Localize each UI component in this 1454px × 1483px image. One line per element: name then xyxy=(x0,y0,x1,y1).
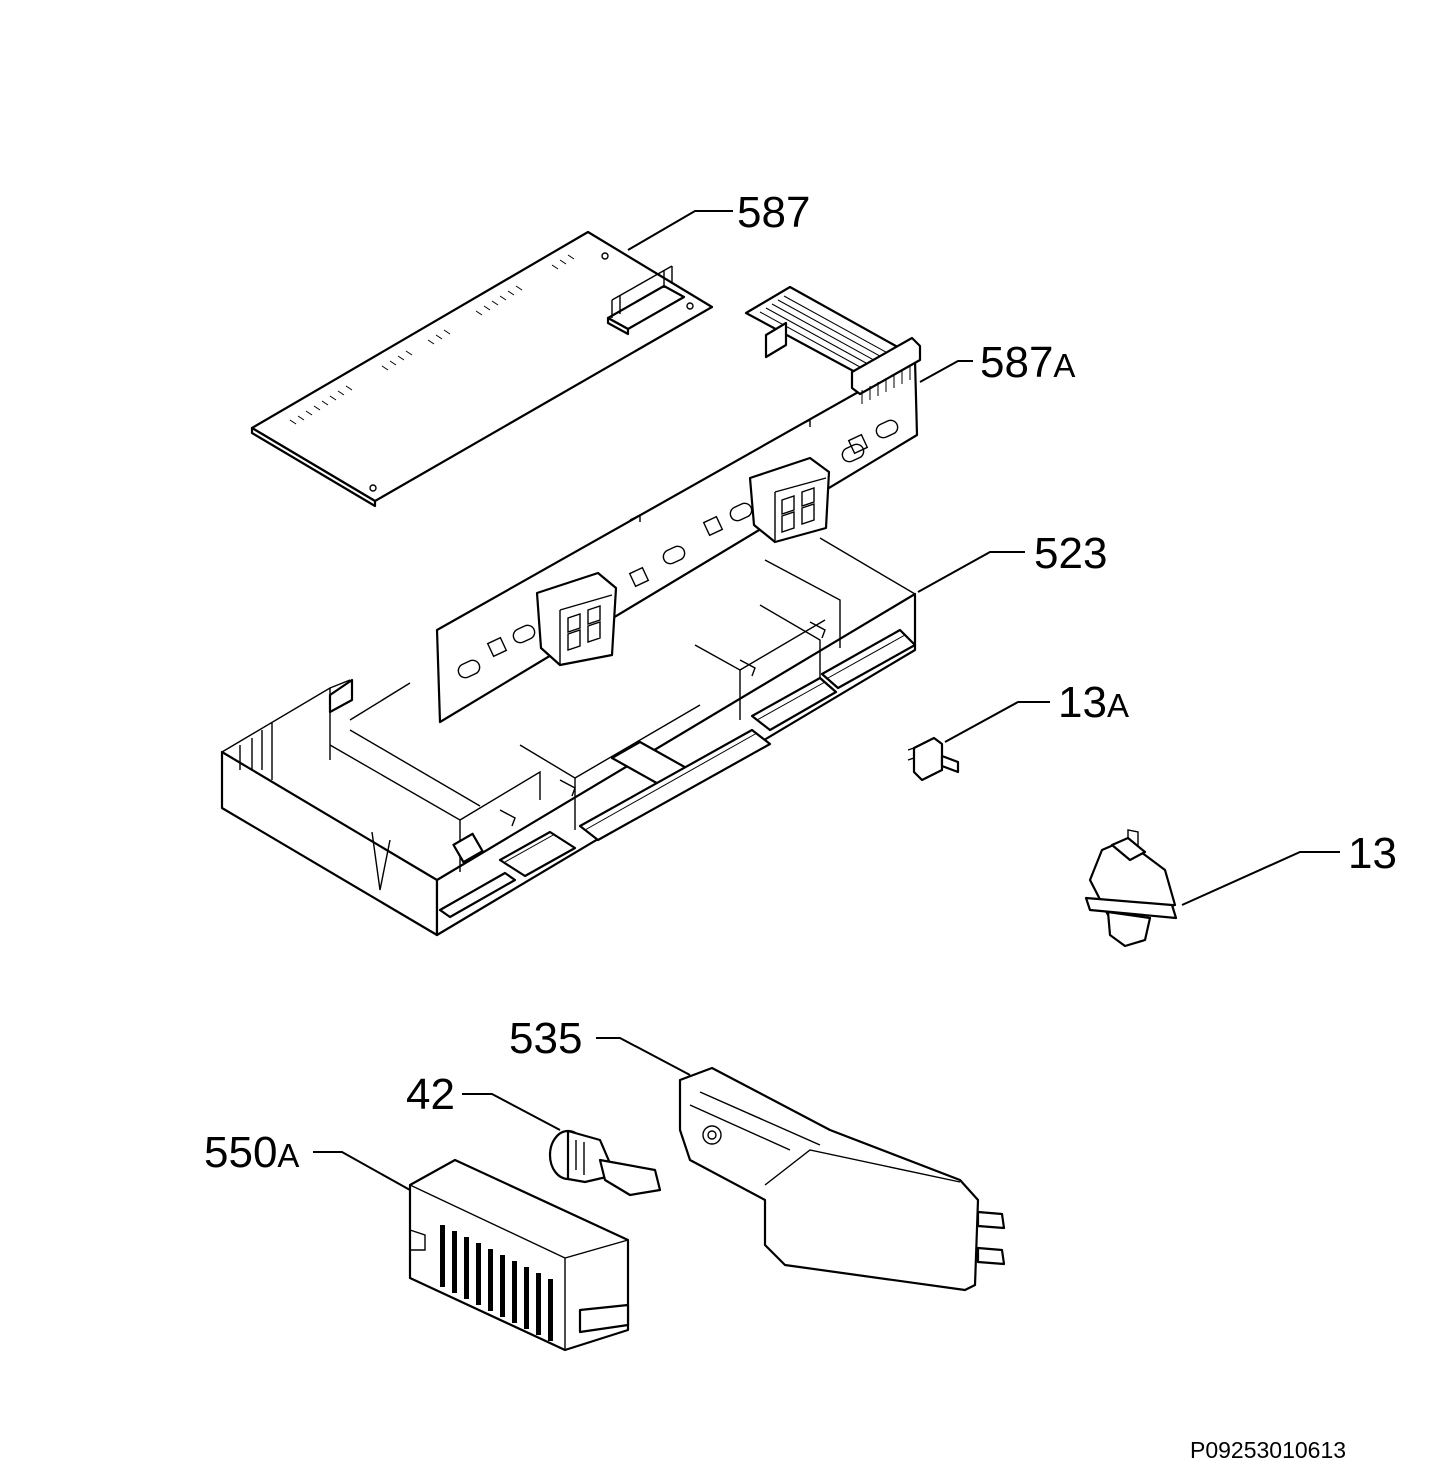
part-535-lamp-cover xyxy=(678,1066,1006,1292)
callout-labels: 587 587A 523 13A 13 535 42 550A xyxy=(204,188,1397,1177)
leader-13a xyxy=(944,701,1050,743)
leader-587a xyxy=(919,360,973,383)
leader-587 xyxy=(627,210,733,251)
part-13-switch xyxy=(1084,829,1178,948)
part-587a-display-board xyxy=(435,285,922,724)
label-587a: 587A xyxy=(980,338,1075,387)
part-13a-push-button xyxy=(907,736,960,782)
drawing-code: P09253010613 xyxy=(1190,1437,1346,1463)
part-550a-ribbed-cover xyxy=(408,1158,630,1352)
label-13: 13 xyxy=(1348,829,1397,878)
leader-lines xyxy=(313,210,1340,1191)
leader-535 xyxy=(596,1037,691,1076)
label-42: 42 xyxy=(406,1070,455,1119)
part-523-housing-tray xyxy=(220,537,917,937)
label-535: 535 xyxy=(509,1014,582,1063)
label-523: 523 xyxy=(1034,529,1107,578)
part-587-circuit-board xyxy=(250,230,714,508)
leader-42 xyxy=(462,1093,561,1131)
part-42-lamp-socket xyxy=(548,1129,662,1197)
leader-550a xyxy=(313,1151,411,1191)
leader-13 xyxy=(1181,851,1340,906)
label-13a: 13A xyxy=(1058,678,1129,727)
label-550a: 550A xyxy=(204,1128,299,1177)
label-587: 587 xyxy=(737,188,810,237)
leader-523 xyxy=(917,551,1025,593)
